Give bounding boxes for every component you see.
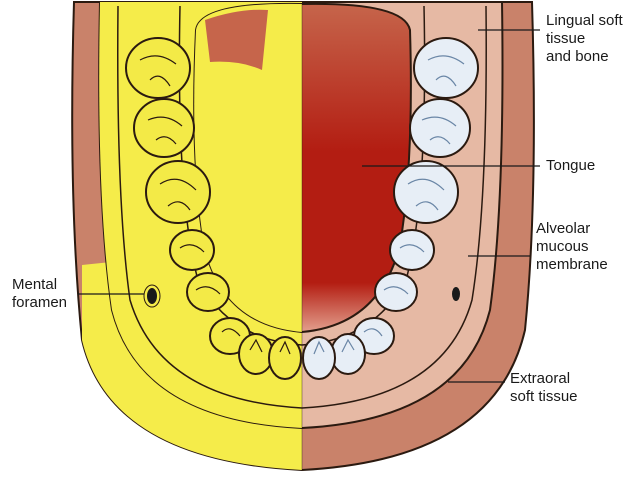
tooth-right-molar-1 [393,160,459,224]
alveolar-inner-line [117,5,487,409]
mental-foramen-left-ring [143,284,161,308]
mental-foramen-right [452,287,460,301]
mental-foramen-left [147,288,157,304]
tooth-left-molar-2 [133,98,195,158]
label-lingual-soft-tissue: Lingual soft tissue and bone [546,12,623,65]
tooth-left-central-incisor [268,336,302,380]
tongue-highlight [194,3,302,332]
left-teeth [125,37,302,380]
right-teeth [302,37,479,380]
label-extraoral-soft-tissue: Extraoral soft tissue [510,370,578,405]
label-tongue: Tongue [546,157,596,174]
tongue-top-shade [205,9,268,70]
tooth-right-premolar-2 [389,229,435,271]
tooth-left-molar-1 [145,160,211,224]
left-teeth-grooves [139,55,291,355]
right-teeth-grooves [313,55,465,355]
tooth-left-premolar-1 [186,272,230,312]
label-mental-foramen: Mental foramen [12,276,68,311]
tooth-right-molar-3 [413,37,479,99]
label-alveolar-mucous-membrane: Alveolar mucous membrane [536,220,608,273]
tooth-right-central-incisor [302,336,336,380]
leader-lines [78,29,540,383]
tooth-left-molar-3 [125,37,191,99]
tooth-right-premolar-1 [374,272,418,312]
tooth-left-premolar-2 [169,229,215,271]
tooth-right-molar-2 [409,98,471,158]
